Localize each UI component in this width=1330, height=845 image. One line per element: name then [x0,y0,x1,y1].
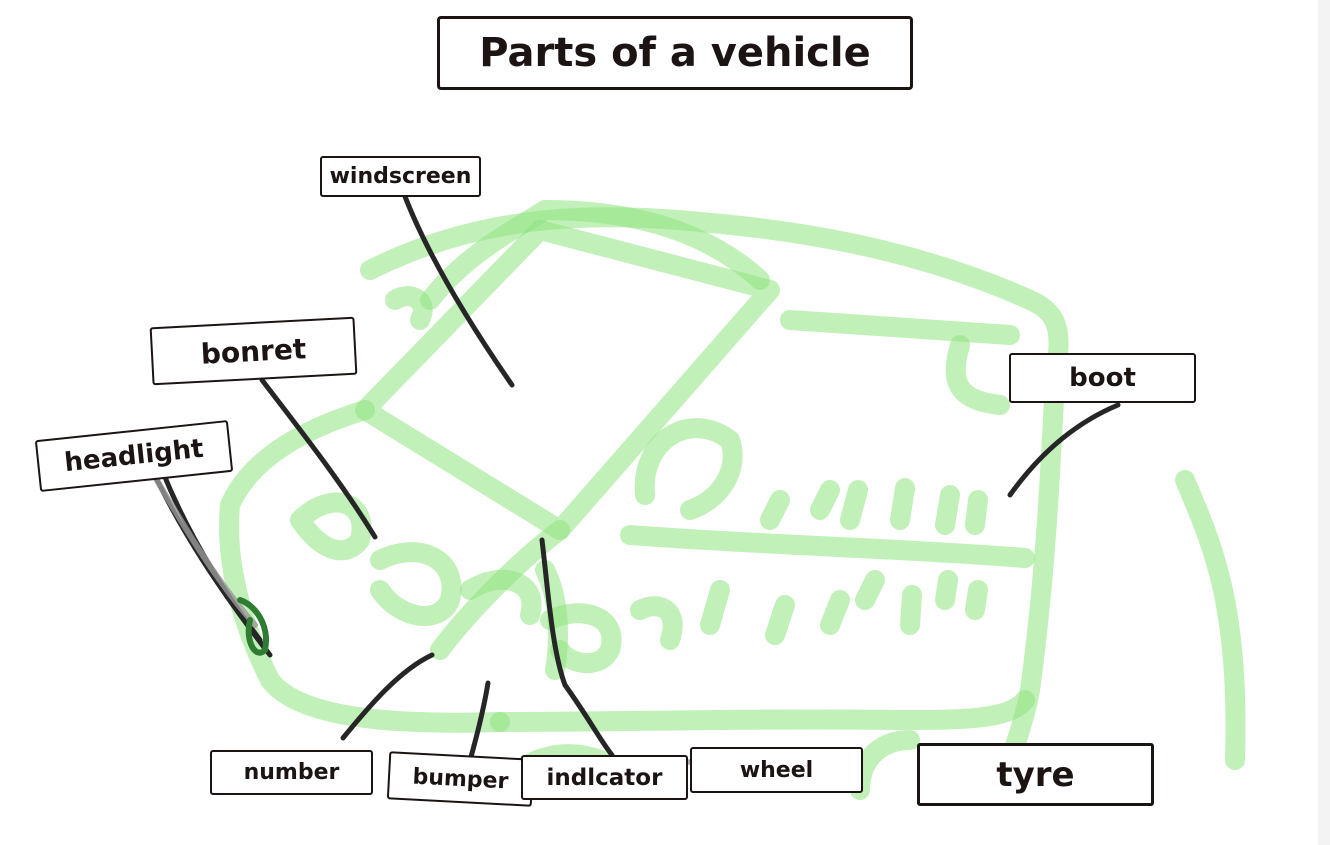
boot-pointer [1007,402,1121,498]
green-car-drawing [219,200,1246,800]
label-tyre: tyre [917,743,1154,806]
label-bonret: bonret [149,316,358,386]
page-title: Parts of a vehicle [437,16,913,90]
label-number: number [210,750,373,795]
window-edge [1318,0,1330,845]
indlcator-pointer [539,537,615,758]
headlight-highlight [142,457,258,628]
number-pointer [340,652,435,741]
label-indlcator: indlcator [521,755,688,800]
windscreen-pointer [397,180,515,388]
label-wheel: wheel [690,747,863,793]
label-bumper: bumper [386,751,535,807]
headlight-scribble [237,597,269,656]
bonret-pointer [259,377,378,540]
label-boot: boot [1009,353,1196,403]
label-windscreen: windscreen [320,156,481,197]
